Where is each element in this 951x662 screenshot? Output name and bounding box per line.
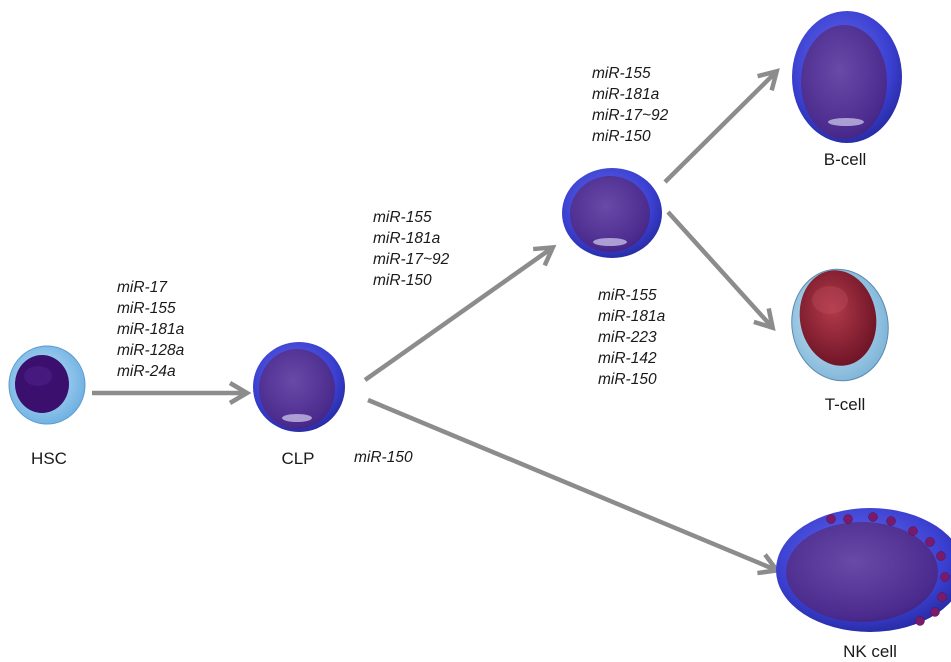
mirna-label: miR-150 (373, 272, 432, 289)
mirna-label: miR-17 (117, 279, 168, 296)
arrow-progenitor-to-b (663, 68, 780, 184)
mirna-label: miR-181a (592, 86, 660, 103)
label-nk-cell: NK cell (843, 642, 897, 661)
mirna-label: miR-17~92 (373, 251, 450, 268)
b-cell (792, 11, 902, 143)
clp-cell (253, 342, 345, 432)
mirna-label: miR-181a (598, 308, 666, 325)
mirna-group-progenitor-to-t: miR-155 miR-181a miR-223 miR-142 miR-150 (598, 287, 666, 388)
mirna-group-clp-to-progenitor: miR-155 miR-181a miR-17~92 miR-150 (373, 209, 450, 289)
hsc-cell (8, 345, 86, 425)
mirna-label: miR-155 (373, 209, 432, 226)
mirna-group-clp-to-nk: miR-150 (354, 449, 413, 466)
arrow-progenitor-to-t (666, 210, 776, 332)
label-hsc: HSC (31, 449, 67, 468)
label-clp: CLP (281, 449, 314, 468)
mirna-group-progenitor-to-b: miR-155 miR-181a miR-17~92 miR-150 (592, 65, 669, 145)
progenitor-cell (562, 168, 662, 258)
mirna-label: miR-24a (117, 363, 176, 380)
mirna-label: miR-155 (598, 287, 657, 304)
mirna-label: miR-150 (354, 449, 413, 466)
t-cell (791, 268, 889, 382)
arrow-clp-to-nk (367, 397, 782, 576)
mirna-label: miR-150 (598, 371, 657, 388)
label-b-cell: B-cell (824, 150, 867, 169)
nk-cell (776, 508, 951, 632)
mirna-label: miR-128a (117, 342, 185, 359)
mirna-group-hsc-to-clp: miR-17 miR-155 miR-181a miR-128a miR-24a (117, 279, 185, 380)
mirna-label: miR-150 (592, 128, 651, 145)
mirna-label: miR-155 (117, 300, 176, 317)
mirna-label: miR-223 (598, 329, 657, 346)
arrow-clp-to-progenitor (363, 244, 557, 382)
mirna-label: miR-142 (598, 350, 657, 367)
mirna-label: miR-17~92 (592, 107, 669, 124)
mirna-label: miR-181a (373, 230, 441, 247)
mirna-label: miR-181a (117, 321, 185, 338)
nk-granules (826, 512, 950, 626)
mirna-label: miR-155 (592, 65, 651, 82)
label-t-cell: T-cell (825, 395, 866, 414)
